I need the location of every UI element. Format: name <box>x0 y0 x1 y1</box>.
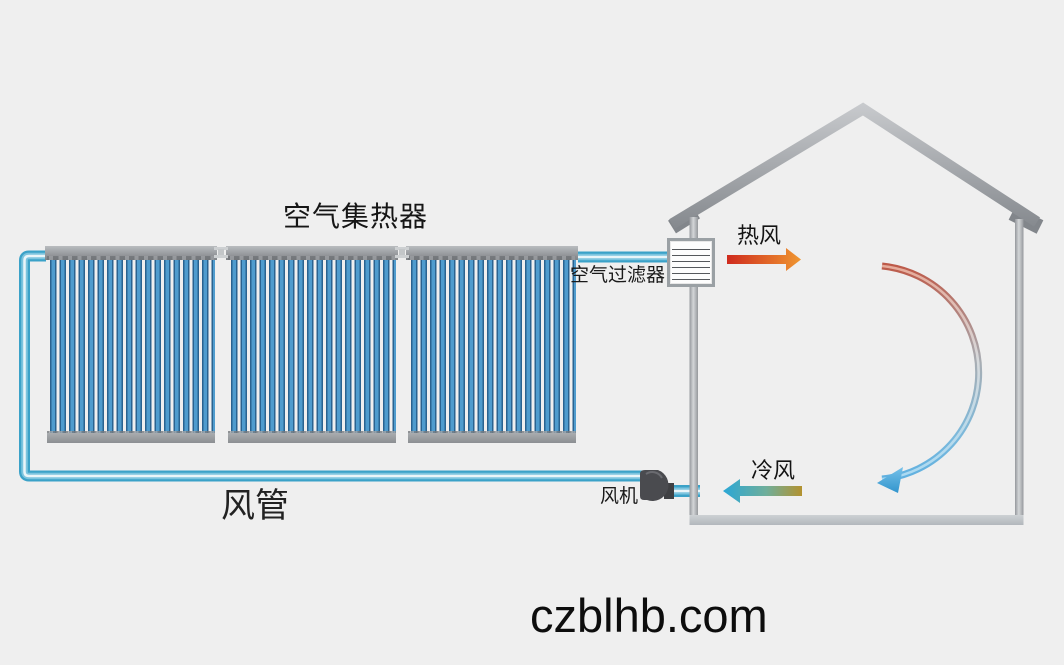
collector-tubes <box>408 260 576 433</box>
room-circulation-arrow <box>877 262 983 493</box>
filter-louvers <box>672 244 710 281</box>
right-wall <box>1015 219 1024 525</box>
cold-air-label: 冷风 <box>751 458 796 483</box>
circulation-arrowhead <box>877 467 903 493</box>
duct-label: 风管 <box>221 487 289 525</box>
collector-tubes <box>47 260 215 433</box>
hot-air-label: 热风 <box>737 223 782 248</box>
floor <box>689 515 1024 525</box>
collector-panel <box>226 246 398 443</box>
panel-connector <box>213 247 229 259</box>
cold-air-arrow <box>723 479 802 503</box>
collector-tube-joints <box>408 256 576 260</box>
left-wall-upper <box>689 217 698 239</box>
collector-footer-manifold <box>228 433 396 443</box>
air-filter-box <box>667 238 715 287</box>
house-outline <box>668 102 1044 525</box>
collector-tube-joints <box>47 256 215 260</box>
collector-tube-joints <box>228 431 396 434</box>
air-duct-pipes <box>19 250 700 497</box>
fan-label: 风机 <box>600 486 639 507</box>
roof <box>669 102 1040 229</box>
panel-connector <box>394 247 410 259</box>
collector-footer-manifold <box>408 433 576 443</box>
filter-label: 空气过滤器 <box>570 265 666 286</box>
collector-panel <box>406 246 578 443</box>
collector-tubes <box>228 260 396 433</box>
collector-tube-joints <box>47 431 215 434</box>
collector-footer-manifold <box>47 433 215 443</box>
fan <box>640 470 674 501</box>
hot-air-arrow <box>727 248 801 271</box>
collector-label: 空气集热器 <box>283 201 429 232</box>
collector-tube-joints <box>228 256 396 260</box>
left-wall-lower <box>689 286 698 517</box>
collector-panel <box>45 246 217 443</box>
watermark-text: czblhb.com <box>530 589 768 642</box>
collector-tube-joints <box>408 431 576 434</box>
